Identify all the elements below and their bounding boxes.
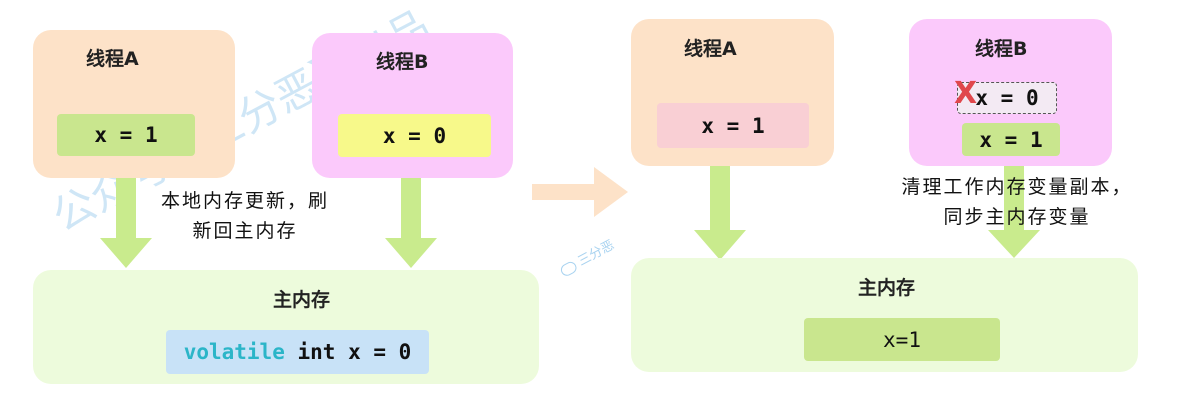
left-thread-a-arrow (100, 178, 152, 268)
left-main-memory-title: 主内存 (273, 289, 331, 311)
right-thread-b-value: x = 1 (962, 123, 1060, 156)
left-thread-b-arrow (385, 178, 437, 268)
right-thread-b-invalid-value: x = 0 (957, 82, 1057, 114)
right-main-memory-value: x=1 (804, 318, 1000, 361)
right-thread-b-arrow (988, 166, 1040, 258)
right-note: 清理工作内存变量副本， 同步主内存变量 (864, 172, 1170, 232)
left-note-line1: 本地内存更新，刷 (160, 190, 329, 212)
right-note-line2: 同步主内存变量 (943, 206, 1091, 228)
right-thread-a-arrow (694, 166, 746, 260)
code-rest: x = 0 (335, 340, 412, 364)
transition-arrow (532, 167, 628, 217)
left-thread-a-value: x = 1 (57, 114, 195, 156)
right-thread-a-value: x = 1 (657, 103, 809, 148)
right-main-memory-title: 主内存 (858, 277, 916, 299)
right-thread-b-title: 线程B (975, 38, 1028, 60)
left-thread-b-title: 线程B (376, 51, 429, 73)
left-thread-b-value: x = 0 (338, 114, 491, 157)
code-keyword-volatile: volatile (183, 340, 285, 364)
invalid-cross-icon: X (954, 76, 978, 111)
left-note-line2: 新回主内存 (192, 220, 298, 242)
left-main-memory-code: volatile int x = 0 (166, 330, 429, 374)
left-thread-a-title: 线程A (86, 48, 139, 70)
right-thread-a-title: 线程A (684, 38, 737, 60)
left-note: 本地内存更新，刷 新回主内存 (134, 186, 356, 246)
right-note-line1: 清理工作内存变量副本， (901, 176, 1133, 198)
code-keyword-int: int (284, 340, 336, 364)
